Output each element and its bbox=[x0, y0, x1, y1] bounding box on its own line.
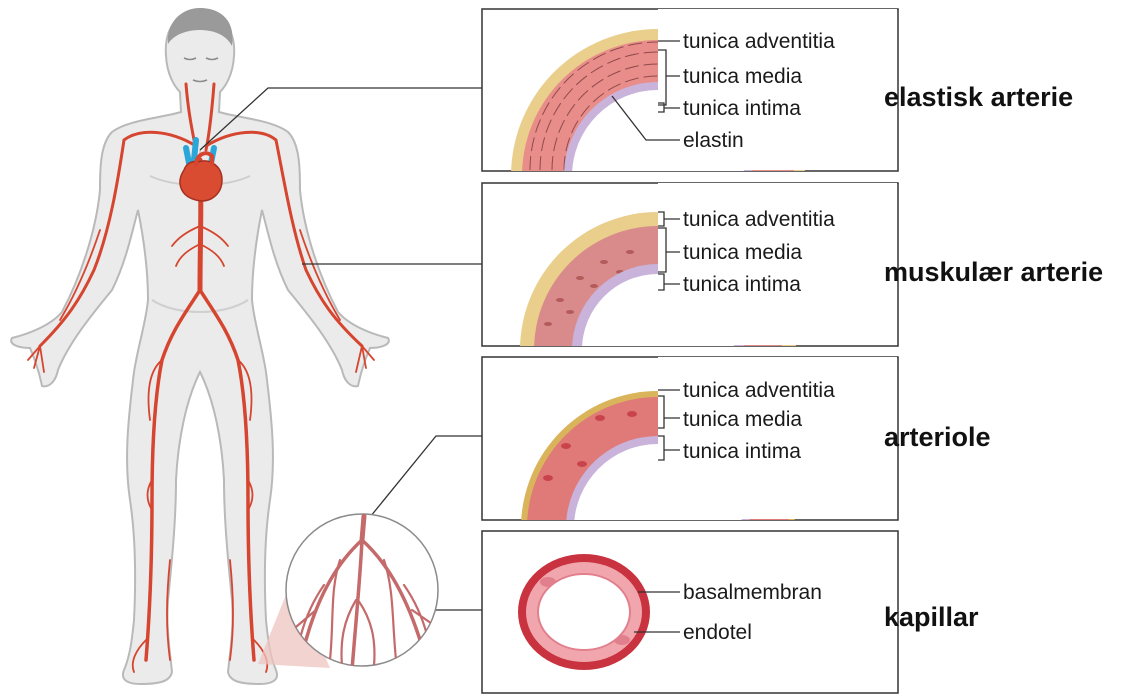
title-muskulaer-arterie: muskulær arterie bbox=[884, 257, 1103, 287]
title-elastisk-arterie: elastisk arterie bbox=[884, 82, 1073, 112]
label-elastin: elastin bbox=[683, 129, 744, 152]
label-tunica-media: tunica media bbox=[683, 65, 802, 88]
magnifier bbox=[258, 514, 438, 670]
label-endotel: endotel bbox=[683, 621, 752, 644]
capillary-lumen bbox=[538, 574, 630, 650]
title-kapillar: kapillar bbox=[884, 602, 979, 632]
heart-body bbox=[180, 161, 222, 201]
panel-capillary: basalmembran endotel bbox=[482, 531, 898, 693]
label-tunica-media: tunica media bbox=[683, 408, 802, 431]
label-tunica-adventitia: tunica adventitia bbox=[683, 208, 835, 231]
label-tunica-intima: tunica intima bbox=[683, 273, 801, 296]
label-basalmembran: basalmembran bbox=[683, 581, 822, 604]
label-tunica-adventitia: tunica adventitia bbox=[683, 379, 835, 402]
title-arteriole: arteriole bbox=[884, 422, 991, 452]
label-tunica-media: tunica media bbox=[683, 241, 802, 264]
label-tunica-intima: tunica intima bbox=[683, 97, 801, 120]
label-tunica-adventitia: tunica adventitia bbox=[683, 30, 835, 53]
label-tunica-intima: tunica intima bbox=[683, 440, 801, 463]
